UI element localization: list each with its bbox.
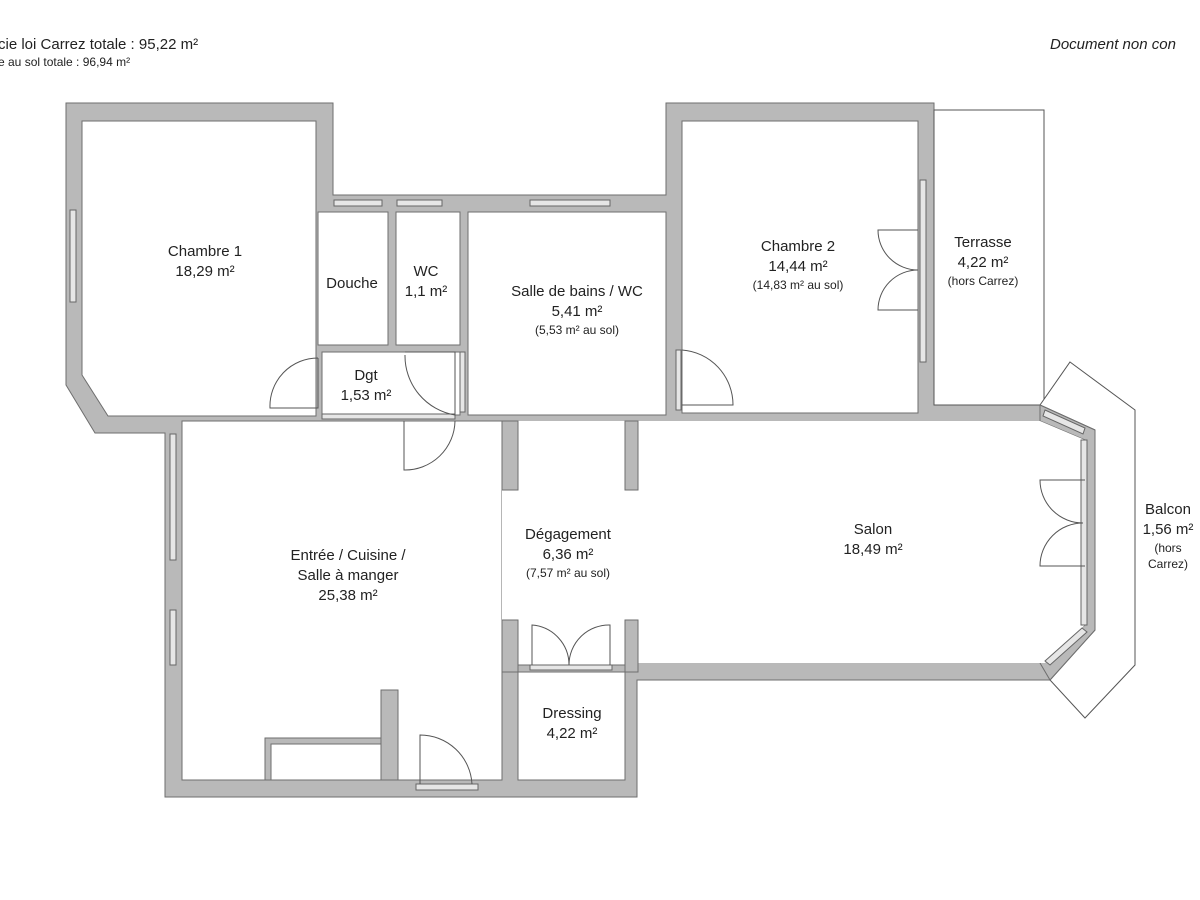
room-name: Terrasse (954, 234, 1012, 251)
label-balcon: Balcon 1,56 m² (hors Carrez) (1143, 500, 1194, 572)
room-note: (hors Carrez) (947, 274, 1019, 288)
window (321, 413, 456, 420)
room-name: Salon (853, 521, 893, 538)
label-degagement: Dégagement 6,36 m² (7,57 m² au sol) (525, 525, 611, 581)
room-salon (625, 421, 1085, 663)
window (529, 664, 613, 671)
room-name: Chambre 1 (167, 243, 243, 260)
room-name: Salle de bains / WC (511, 283, 643, 300)
carrez-total: cie loi Carrez totale : 95,22 m² (0, 36, 199, 53)
room-name: Salle à manger (297, 567, 399, 584)
room-salle-de-bains (467, 211, 667, 416)
partition (501, 619, 519, 673)
label-douche: Douche (326, 274, 378, 294)
partition (501, 420, 519, 491)
door-wc (404, 351, 456, 416)
room-chambre-1 (81, 120, 317, 417)
room-area: 1,1 m² (404, 283, 448, 300)
partition (624, 619, 639, 673)
room-name: Dgt (354, 367, 378, 384)
room-area: 4,22 m² (957, 254, 1009, 271)
label-terrasse: Terrasse 4,22 m² (hors Carrez) (948, 233, 1019, 289)
label-dressing: Dressing 4,22 m² (542, 704, 601, 744)
door-dgt (403, 420, 456, 471)
label-chambre-1: Chambre 1 18,29 m² (168, 242, 242, 282)
terrasse-outline (933, 109, 1045, 406)
disclaimer: Document non con (1050, 36, 1176, 53)
room-note: (7,57 m² au sol) (525, 566, 611, 580)
room-note: (5,53 m² au sol) (534, 323, 620, 337)
room-entree (181, 420, 503, 781)
room-area: 18,49 m² (843, 541, 903, 558)
room-area: 1,56 m² (1142, 521, 1194, 538)
room-area: 5,41 m² (551, 303, 603, 320)
room-note: (14,83 m² au sol) (752, 278, 844, 292)
room-area: 1,53 m² (340, 387, 392, 404)
room-name: Douche (326, 275, 378, 292)
label-salle-de-bains: Salle de bains / WC 5,41 m² (5,53 m² au … (511, 282, 643, 338)
window (415, 783, 479, 791)
room-area: 18,29 m² (175, 263, 235, 280)
window (1080, 439, 1088, 626)
room-area: 14,44 m² (768, 258, 828, 275)
window (1044, 627, 1088, 666)
floor-area-total: e au sol totale : 96,94 m² (0, 55, 131, 69)
room-name: Balcon (1145, 501, 1191, 518)
room-name: Entrée / Cuisine / (290, 547, 406, 564)
door-sdb (681, 349, 734, 406)
entrance-door (419, 734, 473, 785)
door-dressing (531, 624, 611, 666)
room-area: 4,22 m² (546, 725, 598, 742)
door-chambre-2 (877, 229, 919, 311)
window (396, 199, 443, 207)
room-chambre-2 (681, 120, 919, 414)
room-name: Dressing (542, 705, 602, 722)
window (919, 179, 927, 363)
label-wc: WC 1,1 m² (405, 262, 448, 302)
door-chambre-1 (269, 357, 319, 409)
window (169, 433, 177, 561)
label-salon: Salon 18,49 m² (843, 520, 902, 560)
room-area: 6,36 m² (542, 546, 594, 563)
door-salon (1039, 479, 1085, 567)
partition (624, 420, 639, 491)
window (1042, 409, 1086, 435)
window (333, 199, 383, 207)
room-area: 25,38 m² (318, 587, 378, 604)
room-note: Carrez) (1147, 557, 1189, 571)
window (675, 349, 682, 411)
kitchen-wall (380, 689, 399, 781)
room-name: Chambre 2 (760, 238, 836, 255)
room-dressing (517, 671, 626, 781)
window (169, 609, 177, 666)
room-dgt (321, 351, 461, 416)
label-chambre-2: Chambre 2 14,44 m² (14,83 m² au sol) (753, 237, 844, 293)
room-wc (395, 211, 461, 346)
window (69, 209, 77, 303)
label-entree: Entrée / Cuisine / Salle à manger 25,38 … (290, 546, 405, 606)
room-note: (hors (1154, 541, 1182, 555)
room-name: Dégagement (525, 526, 611, 543)
label-dgt: Dgt 1,53 m² (341, 366, 392, 406)
window (459, 351, 466, 413)
room-name: WC (413, 263, 439, 280)
room-douche (317, 211, 389, 346)
window (529, 199, 611, 207)
